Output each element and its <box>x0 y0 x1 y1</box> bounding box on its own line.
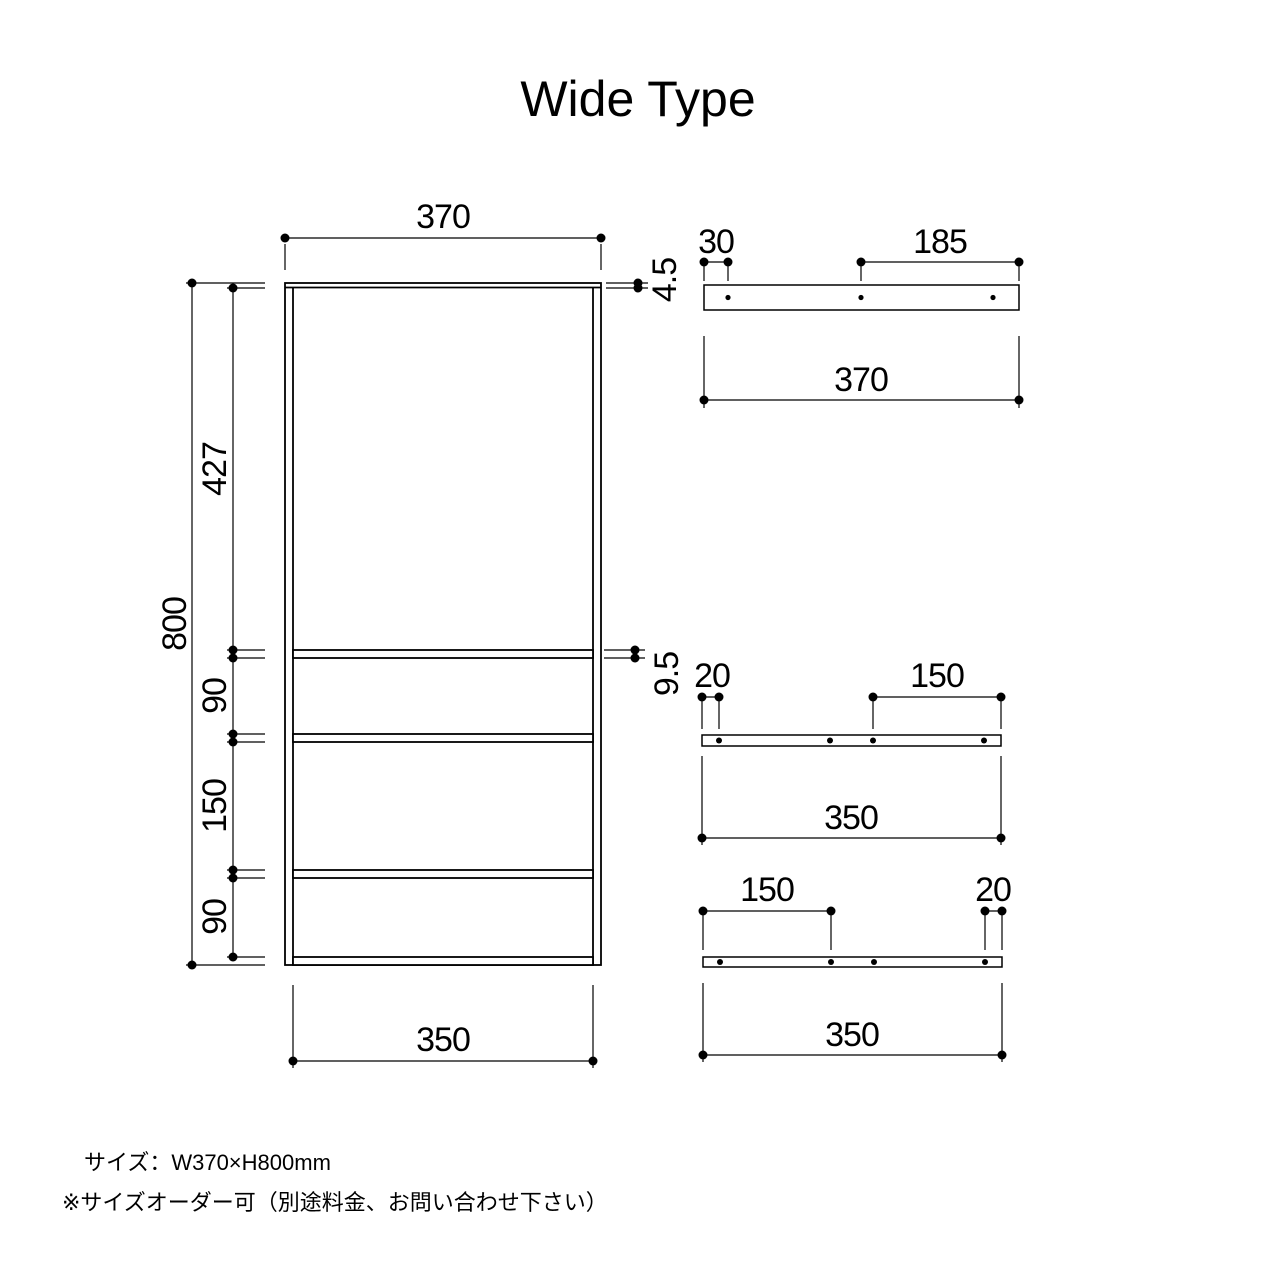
screw-hole <box>827 737 833 744</box>
lower-shelf-outline <box>702 956 1003 968</box>
dim-shelf-length: 350 <box>697 756 1006 845</box>
dim-hole-offset-label: 20 <box>694 657 730 695</box>
screw-hole <box>871 959 877 965</box>
dim-total-height-label: 800 <box>156 597 194 651</box>
dim-dot <box>997 906 1007 916</box>
dim-inner-width: 350 <box>288 985 598 1068</box>
dim-hole-edge-offset: 20 <box>975 871 1012 950</box>
screw-hole <box>981 737 987 744</box>
dim-shelf-thickness-label: 9.5 <box>648 652 686 696</box>
dim-dot <box>868 692 878 702</box>
dim-seg-bottom-label: 90 <box>196 899 234 935</box>
dim-dot <box>187 960 197 970</box>
frame-outline <box>284 282 602 966</box>
dim-dot <box>698 906 708 916</box>
dim-dot <box>187 278 197 288</box>
dim-hole-to-end-label: 150 <box>910 657 964 695</box>
dim-hole-offset-label: 20 <box>975 871 1011 909</box>
size-note: サイズ：W370×H800mm <box>84 1150 331 1175</box>
dim-top-bar-thickness: 4.5 <box>606 258 684 302</box>
dim-dot <box>698 1050 708 1060</box>
screw-hole <box>725 294 731 301</box>
dim-seg-middle-label: 150 <box>196 779 234 833</box>
dim-top-width: 370 <box>280 198 606 270</box>
screw-hole <box>716 737 722 744</box>
dim-dot <box>228 873 238 883</box>
upper-shelf-outline <box>701 734 1002 747</box>
screw-hole <box>828 959 834 965</box>
dim-dot <box>723 257 733 267</box>
dim-inner-width-label: 350 <box>416 1021 470 1059</box>
dim-dot <box>826 906 836 916</box>
dim-plate-length-label: 370 <box>834 361 888 399</box>
dim-shelf-length-label: 350 <box>824 799 878 837</box>
dim-shelf-length-label: 350 <box>825 1016 879 1054</box>
dim-hole-to-end: 150 <box>868 657 1006 729</box>
top-plate-plan-view: 30 185 370 <box>698 223 1024 408</box>
dim-end-to-hole: 150 <box>698 871 836 950</box>
dim-center-to-end-label: 185 <box>913 223 967 261</box>
dim-dot <box>996 692 1006 702</box>
screw-hole <box>982 959 988 965</box>
dim-dot <box>280 233 290 243</box>
dim-hole-edge-offset: 30 <box>698 223 735 281</box>
lower-shelf-plan-view: 150 20 350 <box>698 871 1012 1062</box>
screw-hole <box>990 294 996 301</box>
dim-top-bar-thickness-label: 4.5 <box>646 258 684 302</box>
dim-dot <box>697 833 707 843</box>
dim-dot <box>1014 257 1024 267</box>
dim-dot <box>980 906 990 916</box>
dim-segment-chain: 427 90 150 90 <box>196 283 265 962</box>
drawing-title: Wide Type <box>520 71 755 127</box>
dim-center-to-end: 185 <box>856 223 1024 281</box>
dim-dot <box>228 645 238 655</box>
dim-dot <box>228 283 238 293</box>
dim-dot <box>699 257 709 267</box>
dim-seg-upper-label: 90 <box>196 678 234 714</box>
dim-plate-length: 370 <box>699 336 1024 408</box>
dim-shelf-length: 350 <box>698 983 1007 1062</box>
dim-dot <box>856 257 866 267</box>
dim-dot <box>596 233 606 243</box>
dim-dot <box>1014 395 1024 405</box>
dim-dot <box>228 653 238 663</box>
dim-dot <box>228 737 238 747</box>
dim-dot <box>630 653 640 663</box>
dim-end-to-hole-label: 150 <box>740 871 794 909</box>
shelf-3 <box>292 869 594 879</box>
dim-total-height: 800 <box>156 278 265 970</box>
dim-dot <box>633 283 643 293</box>
shelf-2 <box>292 733 594 743</box>
dim-seg-top-label: 427 <box>196 442 234 496</box>
footer-notes: サイズ：W370×H800mm ※サイズオーダー可（別途料金、お問い合わせ下さい… <box>62 1150 608 1215</box>
screw-hole <box>717 959 723 965</box>
dim-hole-edge-offset: 20 <box>694 657 731 729</box>
dim-dot <box>997 1050 1007 1060</box>
custom-order-note: ※サイズオーダー可（別途料金、お問い合わせ下さい） <box>62 1190 608 1215</box>
dim-dot <box>714 692 724 702</box>
front-elevation-view: 370 800 <box>156 198 686 1068</box>
shelf-bottom <box>292 956 594 966</box>
dim-hole-offset-label: 30 <box>698 223 734 261</box>
upper-shelf-plan-view: 20 150 350 <box>694 657 1006 845</box>
dim-dot <box>288 1056 298 1066</box>
dim-dot <box>228 952 238 962</box>
dim-dot <box>228 729 238 739</box>
dim-shelf-thickness: 9.5 <box>604 645 686 696</box>
dim-dot <box>228 865 238 875</box>
dim-dot <box>996 833 1006 843</box>
screw-hole <box>870 737 876 744</box>
dim-dot <box>697 692 707 702</box>
screw-hole <box>858 294 864 301</box>
dim-dot <box>699 395 709 405</box>
dim-dot <box>588 1056 598 1066</box>
dim-dot <box>630 645 640 655</box>
dim-top-width-label: 370 <box>416 198 470 236</box>
shelf-1 <box>292 649 594 659</box>
